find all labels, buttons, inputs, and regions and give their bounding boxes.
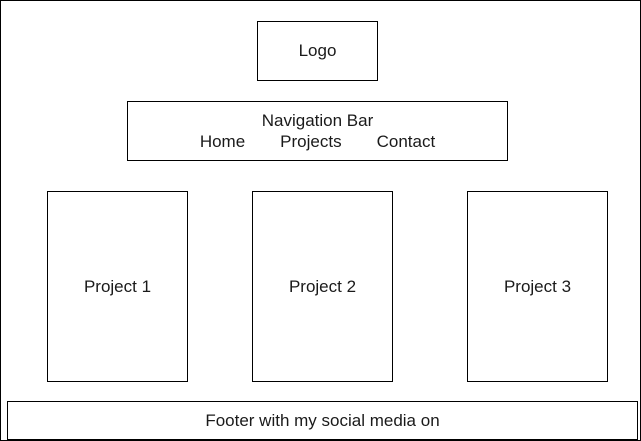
nav-link-home: Home: [199, 131, 246, 151]
project-1-box: Project 1: [47, 191, 188, 382]
logo-box: Logo: [257, 21, 378, 81]
navigation-bar-title: Navigation Bar: [261, 110, 374, 130]
navigation-bar-box: Navigation Bar Home Projects Contact: [127, 101, 508, 161]
navigation-links: Home Projects Contact: [200, 132, 435, 152]
footer-label: Footer with my social media on: [205, 410, 440, 430]
footer-box: Footer with my social media on: [7, 401, 638, 440]
nav-link-projects: Projects: [280, 131, 342, 151]
project-1-label: Project 1: [83, 276, 152, 296]
project-3-box: Project 3: [467, 191, 608, 382]
logo-label: Logo: [298, 41, 337, 60]
nav-link-contact: Contact: [376, 131, 436, 151]
project-2-box: Project 2: [252, 191, 393, 382]
project-2-label: Project 2: [288, 276, 357, 296]
project-3-label: Project 3: [503, 276, 572, 296]
